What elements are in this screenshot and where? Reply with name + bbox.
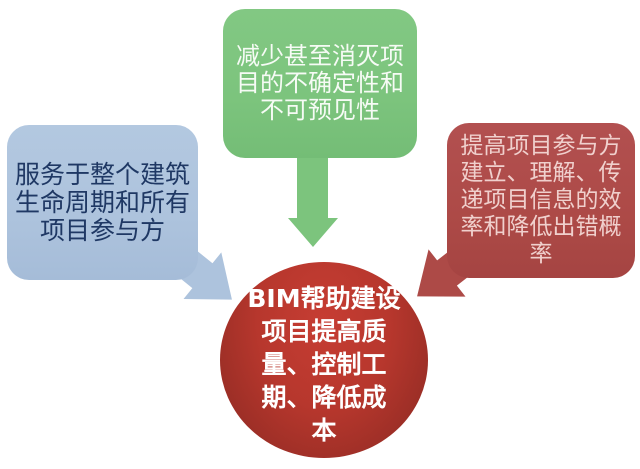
- right-box-text-line: 建立、理解、传: [460, 160, 622, 186]
- center-circle-text-line: 量、控制工: [261, 349, 387, 379]
- left-box-serve-lifecycle: 服务于整个建筑 生命周期和所有 项目参与方: [7, 125, 198, 280]
- center-circle-text-line: 项目提高质: [261, 316, 387, 346]
- top-box-text-line: 减少甚至消灭项: [236, 42, 404, 70]
- center-circle-bim-benefits: BIM帮助建设 项目提高质 量、控制工 期、降低成 本: [220, 262, 428, 458]
- green-down-arrow-icon: [288, 150, 338, 247]
- right-box-text-line: 提高项目参与方: [460, 133, 622, 159]
- left-box-text-line: 项目参与方: [39, 215, 165, 245]
- center-circle-text-line: BIM帮助建设: [247, 283, 401, 313]
- right-box-text-line: 率和降低出错概: [460, 214, 622, 240]
- top-box-text-line: 不可预见性: [260, 96, 380, 124]
- top-box-reduce-uncertainty: 减少甚至消灭项 目的不确定性和 不可预见性: [223, 9, 417, 158]
- left-box-text-line: 生命周期和所有: [14, 187, 190, 217]
- left-box-text-line: 服务于整个建筑: [14, 159, 190, 189]
- right-box-text-line: 率: [529, 241, 553, 267]
- right-box-improve-efficiency: 提高项目参与方 建立、理解、传 递项目信息的效 率和降低出错概 率: [447, 123, 635, 278]
- center-circle-text-line: 本: [311, 415, 337, 445]
- center-circle-text-line: 期、降低成: [261, 382, 387, 412]
- right-box-text-line: 递项目信息的效: [460, 187, 622, 213]
- top-box-text-line: 目的不确定性和: [236, 69, 404, 97]
